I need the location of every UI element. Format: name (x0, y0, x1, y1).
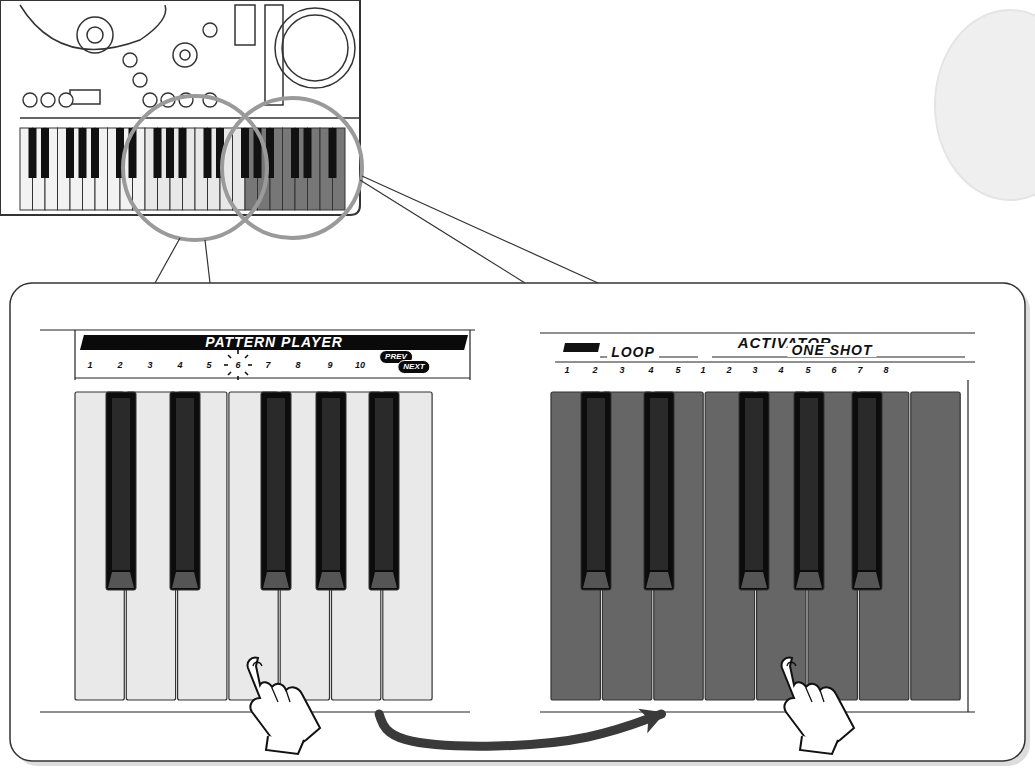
key-number: 4 (648, 366, 653, 375)
key-tip (646, 572, 672, 588)
zoom-leader (360, 176, 598, 283)
key-number: 10 (355, 361, 365, 370)
activator-section: ACTIVATOR (551, 330, 976, 712)
key-number: 6 (235, 361, 240, 370)
key (179, 128, 187, 178)
key-number: 3 (619, 366, 624, 375)
knob (143, 93, 157, 107)
key-number: 8 (295, 361, 300, 370)
key (91, 128, 99, 178)
knob (123, 53, 137, 67)
key (29, 128, 37, 178)
key (106, 392, 136, 590)
key-number: 2 (117, 361, 122, 370)
key-number: 1 (87, 361, 92, 370)
key-tip (371, 572, 397, 588)
zoom-leader (155, 238, 210, 283)
key-shine (858, 398, 876, 570)
key-number: 2 (726, 366, 731, 375)
knob (133, 73, 147, 87)
key-tip (854, 572, 880, 588)
key (66, 128, 74, 178)
disc-shape (935, 10, 1035, 200)
key (581, 392, 611, 590)
key (41, 128, 49, 178)
key (154, 128, 162, 178)
key (166, 128, 174, 178)
key-number: 3 (752, 366, 757, 375)
key (316, 392, 346, 590)
key (170, 392, 200, 590)
key-tip (263, 572, 289, 588)
key-number: 1 (700, 366, 705, 375)
key-number: 3 (147, 361, 152, 370)
key-tip (741, 572, 767, 588)
instrument-body (0, 0, 360, 215)
key-shine (800, 398, 818, 570)
page-button-label: NEXT (397, 360, 430, 374)
pointing-hand (248, 658, 320, 754)
key-shine (587, 398, 605, 570)
key-number: 9 (327, 361, 332, 370)
key-number: 2 (592, 366, 597, 375)
key-number: 7 (265, 361, 270, 370)
key (204, 128, 212, 178)
sparkle (224, 350, 252, 380)
knob (59, 93, 73, 107)
key-number: 1 (564, 366, 569, 375)
key-number: 5 (675, 366, 680, 375)
key-number: 4 (177, 361, 182, 370)
group-heading: ONE SHOT (787, 343, 876, 357)
key-number: 5 (805, 366, 810, 375)
key (291, 128, 299, 178)
flow-arrow (379, 714, 661, 746)
key (79, 128, 87, 178)
section-frame (40, 330, 975, 712)
key-number: 6 (831, 366, 836, 375)
key-number: 5 (206, 361, 211, 370)
knob (41, 93, 55, 107)
knob (203, 23, 217, 37)
section-title: PATTERN PLAYER (80, 335, 468, 350)
key-shine (322, 398, 340, 570)
key-number: 8 (883, 366, 888, 375)
key-number: 7 (857, 366, 862, 375)
key (304, 128, 312, 178)
key (794, 392, 824, 590)
key-shine (176, 398, 194, 570)
pointing-hand (782, 658, 854, 754)
key (852, 392, 882, 590)
key-tip (796, 572, 822, 588)
key-tip (108, 572, 134, 588)
key-shine (267, 398, 285, 570)
key-shine (375, 398, 393, 570)
zoom-panel (10, 283, 1025, 761)
loop-bar (563, 343, 600, 352)
key-shine (650, 398, 668, 570)
zoom-circle (222, 98, 362, 238)
key (369, 392, 399, 590)
key-tip (172, 572, 198, 588)
key (911, 392, 960, 700)
key (241, 128, 249, 178)
key-shine (745, 398, 763, 570)
key-tip (583, 572, 609, 588)
key-tip (318, 572, 344, 588)
knob (23, 93, 37, 107)
key-shine (112, 398, 130, 570)
key (329, 128, 337, 178)
key (644, 392, 674, 590)
group-heading: LOOP (607, 345, 659, 359)
key-number: 4 (778, 366, 783, 375)
key (739, 392, 769, 590)
key (261, 392, 291, 590)
pattern-player-section: PATTERN PLAYER (75, 330, 470, 712)
